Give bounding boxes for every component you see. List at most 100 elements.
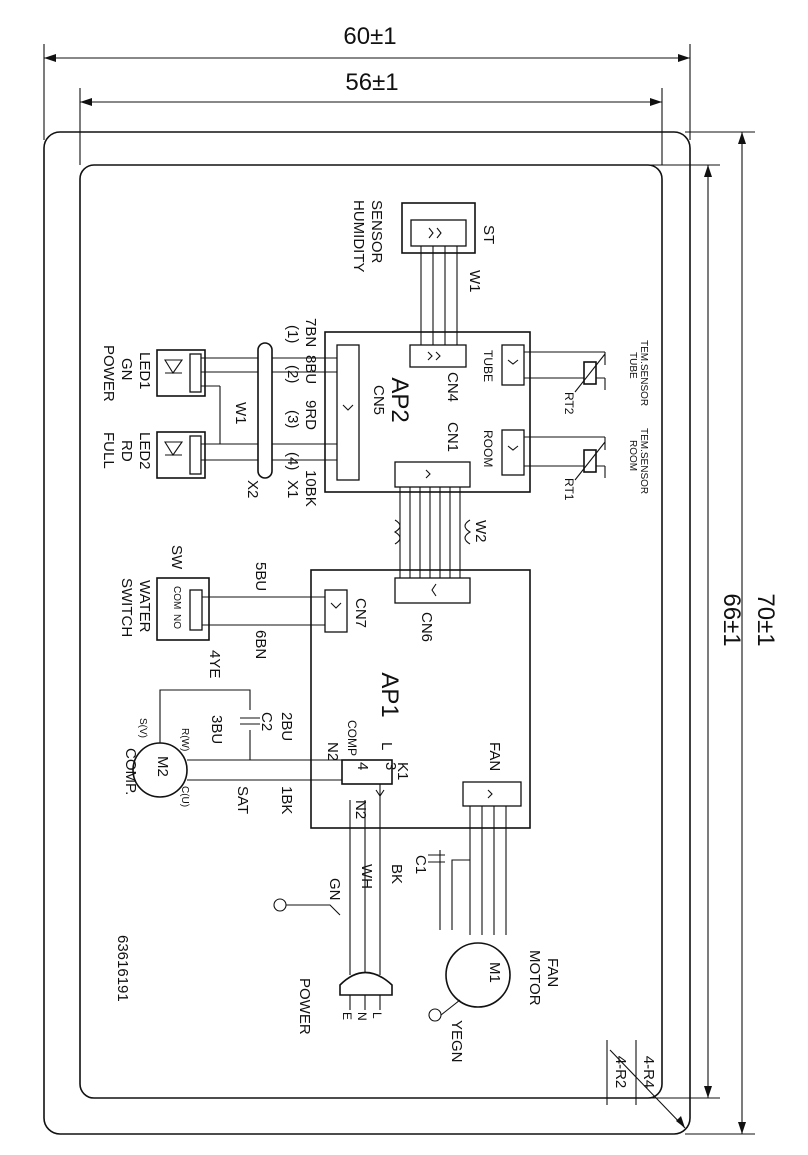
n-label: N (355, 1012, 369, 1021)
room-sensor-label-2: TEM.SENSOR (638, 428, 649, 494)
wire-6bn-label: 6BN (252, 630, 269, 659)
room-sensor-label-1: ROOM (627, 440, 638, 471)
e-label: E (340, 1012, 354, 1020)
wire-10bk-label: 10BK (302, 470, 319, 507)
wire-9rd-label: 9RD (302, 400, 319, 430)
radius-inner-label: 4-R4 (640, 1056, 657, 1089)
water-switch-label-2: SWITCH (118, 578, 135, 637)
radius-outer-label: 4-R2 (612, 1056, 629, 1089)
water-switch: COM NO SW WATER SWITCH 5BU 6BN (118, 545, 325, 659)
fan-motor-label-1: FAN (544, 958, 561, 987)
part-number: 63616191 (114, 935, 131, 1002)
yegn-label: YEGN (448, 1020, 465, 1063)
term-3-label: 3 (382, 762, 399, 770)
ground-icon (273, 898, 287, 912)
sat-label: SAT (234, 786, 251, 814)
power-label: POWER (296, 978, 313, 1035)
cn4-connector (409, 344, 467, 368)
rt1-label: RT1 (562, 478, 576, 501)
inner-outline (79, 164, 663, 1099)
wire-7bn-label: 7BN (302, 318, 319, 347)
power-plug (339, 971, 393, 996)
cn1-connector (394, 461, 471, 488)
w2-label: W2 (472, 520, 489, 543)
ap1-board: AP1 CN6 CN7 4 3 K1 L COMP N2 N2 FAN (310, 569, 531, 829)
radius-callout: 4-R2 4-R4 (606, 1040, 686, 1129)
cn7-connector (324, 589, 348, 633)
cu-label: C(U) (179, 786, 190, 807)
fan-connector-label: FAN (486, 742, 503, 771)
wire-8bu-label: 8BU (302, 355, 319, 384)
rw-label: R(W) (179, 728, 190, 751)
cn1-label: CN1 (444, 422, 461, 452)
wire-1bk-label: 1BK (278, 786, 295, 814)
cn6-label: CN6 (418, 612, 435, 642)
compressor: M2 COMP. S(V) R(W) C(U) C2 4YE 3BU 2BU 1… (122, 650, 342, 814)
led2-color-label: RD (118, 440, 135, 462)
wire-2bu-label: 2BU (278, 712, 295, 741)
tube-temp-sensor: RT2 TUBE TEM.SENSOR (524, 340, 649, 415)
wire-3bu-label: 3BU (208, 715, 225, 744)
power-supply: WH BK GN E N L POWER (273, 784, 405, 1035)
ap1-label: AP1 (376, 672, 403, 717)
fan-motor: C1 M1 FAN MOTOR YEGN (412, 806, 561, 1063)
st-connector (410, 219, 467, 247)
led-section: LED1 GN POWER LED2 RD FULL W1 X1 X2 (1) … (100, 318, 337, 507)
cn4-label: CN4 (444, 372, 461, 402)
humidity-sensor: ST HUMIDITY SENSOR W1 (350, 200, 497, 345)
cn5-label: CN5 (370, 385, 387, 415)
no-label: NO (171, 614, 182, 629)
fan-motor-label-2: MOTOR (526, 950, 543, 1006)
w2-harness: W2 (393, 487, 489, 580)
m1-label: M1 (486, 962, 503, 983)
m1-motor (445, 942, 511, 1008)
tube-connector (501, 344, 525, 386)
n2-a-label: N2 (324, 742, 341, 761)
led2-label: LED2 (136, 432, 153, 470)
tube-sensor-label-1: TUBE (627, 352, 638, 379)
height-dimension: 70±1 66±1 (650, 131, 779, 1135)
wire-5bu-label: 5BU (252, 562, 269, 591)
k1-relay (341, 759, 393, 785)
n2-b-label: N2 (352, 800, 369, 819)
tube-sensor-label-2: TEM.SENSOR (638, 340, 649, 406)
pin-2-label: (2) (284, 365, 301, 383)
water-switch-label-1: WATER (136, 580, 153, 633)
comp-relay-label: COMP (345, 720, 359, 756)
outer-height-label: 70±1 (752, 593, 779, 646)
ap2-outline (324, 331, 531, 493)
wire-4ye-label: 4YE (206, 650, 223, 678)
led2-function-label: FULL (100, 432, 117, 469)
pin-4-label: (4) (284, 452, 301, 470)
ap1-outline (310, 569, 531, 829)
led1-color-label: GN (118, 358, 135, 381)
inner-height-label: 66±1 (718, 593, 745, 646)
com-label: COM (171, 586, 182, 609)
cn7-label: CN7 (352, 598, 369, 628)
m2-label: M2 (154, 756, 171, 777)
led1-function-label: POWER (100, 345, 117, 402)
st-label: ST (480, 225, 497, 244)
sv-label: S(V) (137, 718, 148, 738)
x2-label: X2 (244, 480, 261, 498)
cn5-connector (336, 344, 360, 481)
w1-top-label: W1 (466, 270, 483, 293)
inner-width-label: 56±1 (345, 69, 398, 96)
gn-label: GN (326, 878, 343, 901)
outer-width-label: 60±1 (343, 23, 396, 50)
l-term-label: L (378, 742, 395, 750)
ap2-board: AP2 CN4 CN5 TUBE ROOM CN1 (324, 331, 531, 493)
pin-3-label: (3) (284, 410, 301, 428)
outer-outline (43, 131, 691, 1135)
x1-label: X1 (284, 480, 301, 498)
wh-label: WH (358, 864, 375, 889)
w1-led-label: W1 (232, 402, 249, 425)
ap2-label: AP2 (386, 377, 413, 422)
led1-label: LED1 (136, 352, 153, 390)
humidity-sensor-label-2: SENSOR (368, 200, 385, 264)
room-temp-sensor: RT1 ROOM TEM.SENSOR (524, 428, 649, 501)
x1-connector (257, 342, 273, 479)
ground-icon (428, 1008, 442, 1022)
rt2-label: RT2 (562, 392, 576, 415)
